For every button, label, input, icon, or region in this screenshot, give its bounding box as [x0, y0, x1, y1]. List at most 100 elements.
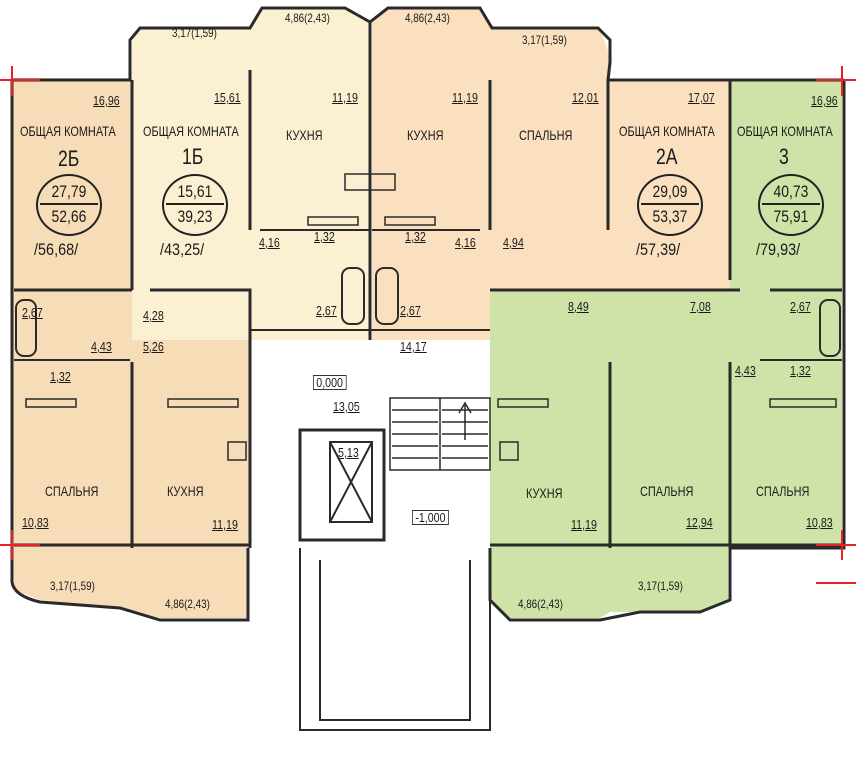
room-area: 4,94 [503, 235, 524, 250]
room-label-bedroom: СПАЛЬНЯ [640, 483, 694, 499]
room-area: 1,32 [405, 229, 426, 244]
room-area: 1,32 [314, 229, 335, 244]
room-area: 10,83 [806, 515, 833, 530]
room-label-kitchen: КУХНЯ [407, 127, 444, 143]
apartment-number: 1Б [182, 144, 204, 169]
room-label-common: ОБЩАЯ КОМНАТА [143, 123, 239, 139]
room-label-bedroom: СПАЛЬНЯ [45, 483, 99, 499]
level-mark: -1,000 [412, 510, 449, 525]
stair-arrow [458, 401, 472, 440]
room-area: 13,05 [333, 399, 360, 414]
total-area: 75,91 [773, 207, 809, 226]
wardrobe-4 [167, 398, 239, 408]
room-area: 15,61 [214, 90, 241, 105]
room-area: 4,28 [143, 308, 164, 323]
fraction-line [641, 203, 699, 205]
room-label-kitchen: КУХНЯ [286, 127, 323, 143]
room-area: 2,67 [400, 303, 421, 318]
living-area: 15,61 [177, 182, 213, 201]
outer-wall-top-left [12, 6, 371, 82]
room-area: 16,96 [93, 93, 120, 108]
balcony-area: 4,86(2,43) [405, 11, 450, 25]
room-label-common: ОБЩАЯ КОМНАТА [737, 123, 833, 139]
outer-wall-left [10, 80, 250, 622]
axis-marker-tr [816, 66, 856, 96]
total-area: 39,23 [177, 207, 213, 226]
room-area: 4,16 [259, 235, 280, 250]
gross-area: /79,93/ [756, 240, 801, 259]
room-area: 5,26 [143, 339, 164, 354]
balcony-area: 4,86(2,43) [165, 597, 210, 611]
outer-wall-right [488, 80, 846, 622]
room-label-bedroom: СПАЛЬНЯ [519, 127, 573, 143]
balcony-area: 3,17(1,59) [522, 33, 567, 47]
axis-marker-br [816, 530, 856, 584]
partition-7 [14, 288, 252, 340]
apartment-number: 2Б [58, 146, 80, 171]
area-oval-2b: 27,79 52,66 [36, 174, 102, 236]
room-area: 11,19 [332, 90, 358, 105]
room-label-common: ОБЩАЯ КОМНАТА [20, 123, 116, 139]
room-area: 12,01 [572, 90, 599, 105]
wardrobe-2 [384, 216, 436, 226]
walls [10, 6, 846, 731]
fraction-line [762, 203, 820, 205]
lift-cabin [329, 441, 373, 523]
room-area: 2,67 [22, 305, 43, 320]
room-area: 4,43 [735, 363, 756, 378]
axis-marker-bl [0, 530, 40, 560]
stair-flight [389, 397, 491, 471]
level-mark: 0,000 [313, 375, 347, 390]
room-area: 2,67 [790, 299, 811, 314]
apartment-fills [12, 8, 842, 618]
lift-cross [329, 441, 373, 523]
axis-marker-tl [0, 66, 40, 96]
area-oval-3: 40,73 75,91 [758, 174, 824, 236]
bathtub-1 [15, 299, 37, 357]
room-area: 11,19 [452, 90, 478, 105]
room-label-bedroom: СПАЛЬНЯ [756, 483, 810, 499]
total-area: 53,37 [652, 207, 688, 226]
total-area: 52,66 [51, 207, 87, 226]
room-area: 7,08 [690, 299, 711, 314]
lift-shaft [298, 428, 386, 542]
balcony-area: 3,17(1,59) [638, 579, 683, 593]
living-area: 27,79 [51, 182, 87, 201]
stove-3 [499, 441, 519, 461]
balcony-area: 3,17(1,59) [50, 579, 95, 593]
area-oval-2a: 29,09 53,37 [637, 174, 703, 236]
living-area: 29,09 [652, 182, 688, 201]
gross-area: /57,39/ [636, 240, 681, 259]
room-area: 4,43 [91, 339, 112, 354]
balcony-area: 4,86(2,43) [518, 597, 563, 611]
room-area: 12,94 [686, 515, 713, 530]
room-label-kitchen: КУХНЯ [167, 483, 204, 499]
room-area: 16,96 [811, 93, 838, 108]
room-area: 1,32 [50, 369, 71, 384]
partition-10 [608, 362, 732, 548]
bathtub-2 [341, 267, 365, 325]
balcony-area: 3,17(1,59) [172, 26, 217, 40]
wardrobe-3 [25, 398, 77, 408]
stove-1 [344, 173, 396, 191]
apt-2a-fill [372, 8, 730, 340]
room-area: 11,19 [571, 517, 597, 532]
room-area: 10,83 [22, 515, 49, 530]
apartment-number: 2А [656, 144, 678, 169]
entry-vestibule [299, 548, 491, 731]
room-area: 5,13 [338, 445, 359, 460]
gross-area: /56,68/ [34, 240, 79, 259]
fraction-line [166, 203, 224, 205]
room-area: 1,32 [790, 363, 811, 378]
wardrobe-6 [769, 398, 837, 408]
area-oval-1b: 15,61 39,23 [162, 174, 228, 236]
room-area: 11,19 [212, 517, 238, 532]
bathtub-4 [819, 299, 841, 357]
room-label-common: ОБЩАЯ КОМНАТА [619, 123, 715, 139]
wardrobe-5 [497, 398, 549, 408]
room-area: 8,49 [568, 299, 589, 314]
living-area: 40,73 [773, 182, 809, 201]
room-area: 2,67 [316, 303, 337, 318]
apartment-number: 3 [779, 144, 789, 169]
